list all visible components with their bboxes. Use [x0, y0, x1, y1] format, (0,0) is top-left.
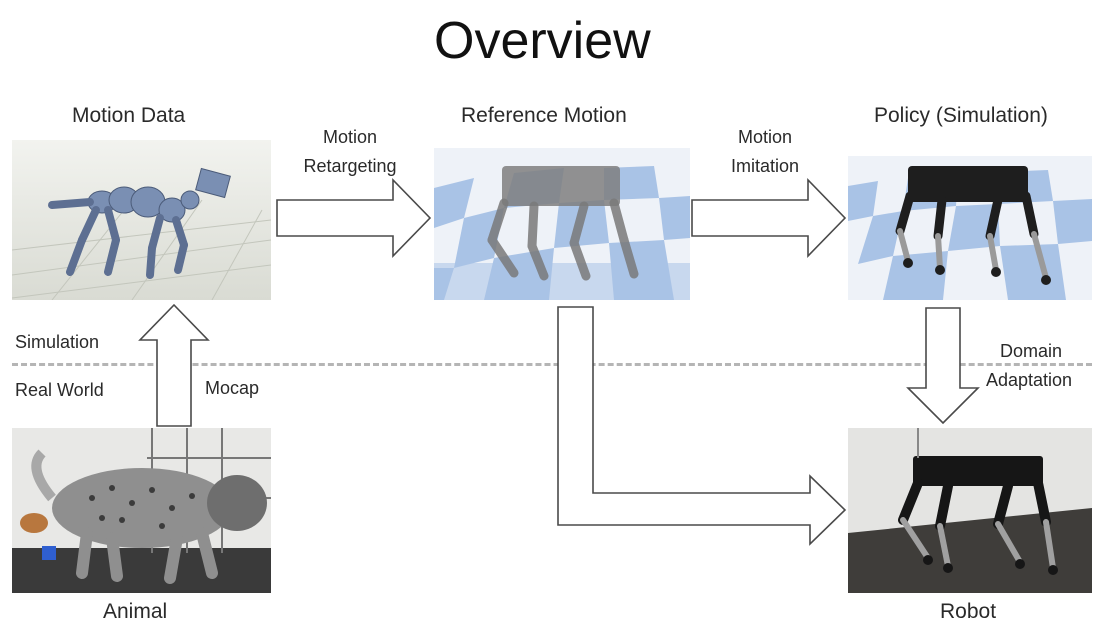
simulation-region-label: Simulation: [15, 332, 100, 352]
motion-data-image: [12, 140, 271, 300]
robot-label: Robot: [940, 600, 997, 623]
reference-motion-image: [434, 148, 690, 300]
reference-to-robot-arrow-outer: [557, 306, 847, 546]
retargeting-label-line1: Motion: [322, 127, 378, 147]
imitation-arrow: [691, 178, 847, 258]
sim-real-divider: [12, 363, 1092, 366]
policy-simulation-image: [848, 156, 1092, 300]
mocap-label: Mocap: [205, 378, 260, 398]
imitation-label-line2: Imitation: [730, 156, 800, 176]
real-world-region-label: Real World: [15, 380, 104, 400]
retargeting-arrow: [276, 178, 432, 258]
robot-photo: [848, 428, 1092, 593]
domain-adaptation-label-line1: Domain: [1000, 341, 1063, 361]
motion-data-label: Motion Data: [72, 104, 186, 127]
imitation-label-line1: Motion: [737, 127, 793, 147]
policy-label: Policy (Simulation): [874, 104, 1048, 127]
page-title: Overview: [434, 12, 651, 70]
retargeting-label-line2: Retargeting: [303, 156, 397, 176]
animal-label: Animal: [103, 600, 168, 623]
animal-photo: [12, 428, 271, 593]
reference-motion-label: Reference Motion: [461, 104, 627, 127]
domain-adaptation-label-line2: Adaptation: [986, 370, 1073, 390]
